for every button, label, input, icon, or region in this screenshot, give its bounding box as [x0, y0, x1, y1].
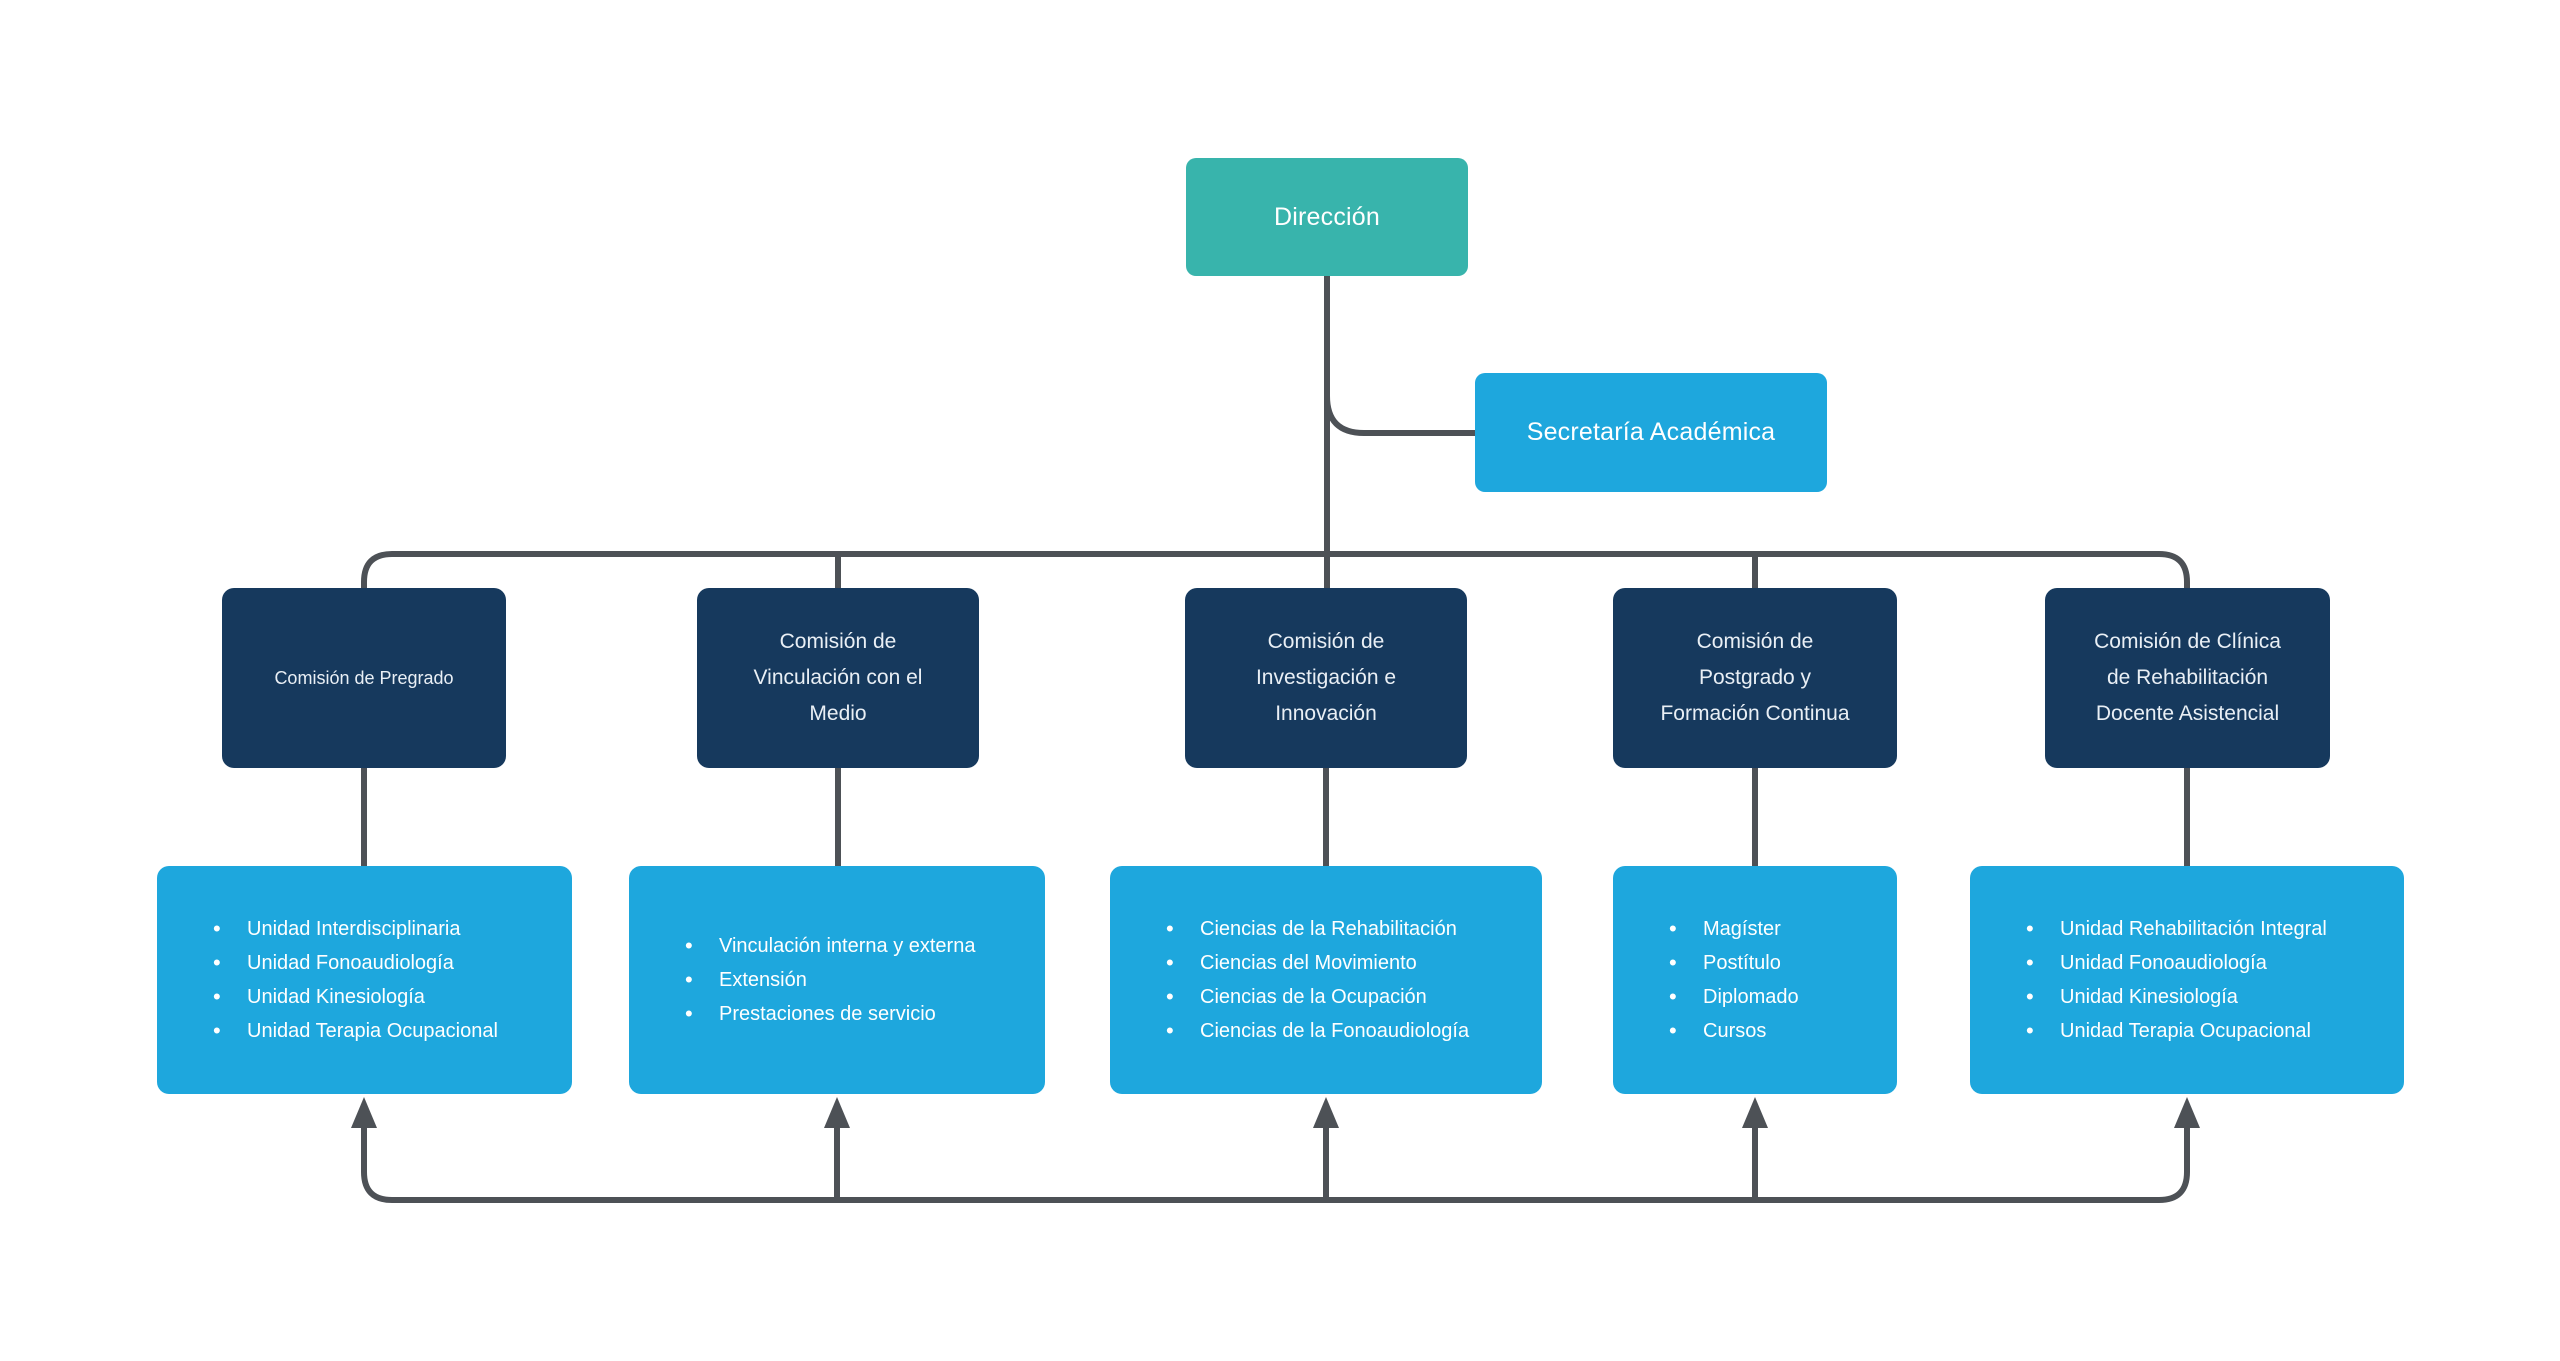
commission-node-investigacion: Comisión de Investigación e Innovación [1185, 588, 1467, 768]
unit-list-item: Ciencias de la Rehabilitación [1166, 912, 1469, 946]
commission-label: Comisión de Clínica de Rehabilitación Do… [2094, 630, 2281, 725]
commission-node-clinica: Comisión de Clínica de Rehabilitación Do… [2045, 588, 2330, 768]
arrowhead-up-3 [1742, 1097, 1768, 1128]
unit-list-item: Diplomado [1669, 980, 1799, 1014]
unit-list: Unidad Rehabilitación IntegralUnidad Fon… [1970, 912, 2337, 1048]
unit-list-item: Prestaciones de servicio [685, 997, 975, 1031]
unit-list-item: Unidad Kinesiología [2026, 980, 2327, 1014]
commission-node-vinculacion: Comisión de Vinculación con el Medio [697, 588, 979, 768]
secretaria-node: Secretaría Académica [1475, 373, 1827, 492]
unit-list: Unidad InterdisciplinariaUnidad Fonoaudi… [157, 912, 508, 1048]
unit-list-item: Magíster [1669, 912, 1799, 946]
unit-list: Vinculación interna y externaExtensiónPr… [629, 929, 985, 1031]
commission-label: Comisión de Postgrado y Formación Contin… [1660, 630, 1850, 725]
connector-top-bus [361, 551, 2190, 588]
arrowhead-up-1 [824, 1097, 850, 1128]
secretaria-label: Secretaría Académica [1526, 418, 1776, 446]
unit-list-node-vinculacion: Vinculación interna y externaExtensiónPr… [629, 866, 1045, 1094]
commission-node-postgrado: Comisión de Postgrado y Formación Contin… [1613, 588, 1897, 768]
connector-secretary-branch [1324, 395, 1475, 436]
unit-list: MagísterPostítuloDiplomadoCursos [1613, 912, 1809, 1048]
unit-list-item: Unidad Terapia Ocupacional [213, 1014, 498, 1048]
unit-list-item: Unidad Rehabilitación Integral [2026, 912, 2327, 946]
unit-list-item: Unidad Fonoaudiología [213, 946, 498, 980]
unit-list-node-postgrado: MagísterPostítuloDiplomadoCursos [1613, 866, 1897, 1094]
arrowhead-up-4 [2174, 1097, 2200, 1128]
direccion-node: Dirección [1186, 158, 1468, 276]
commission-label: Comisión de Pregrado [274, 668, 454, 688]
unit-list-node-clinica: Unidad Rehabilitación IntegralUnidad Fon… [1970, 866, 2404, 1094]
arrowhead-up-0 [351, 1097, 377, 1128]
commission-label: Comisión de Investigación e Innovación [1255, 630, 1397, 725]
unit-list-node-investigacion: Ciencias de la RehabilitaciónCiencias de… [1110, 866, 1542, 1094]
unit-list-item: Vinculación interna y externa [685, 929, 975, 963]
unit-list-item: Unidad Kinesiología [213, 980, 498, 1014]
arrowhead-up-2 [1313, 1097, 1339, 1128]
unit-list-item: Ciencias del Movimiento [1166, 946, 1469, 980]
commission-node-pregrado: Comisión de Pregrado [222, 588, 506, 768]
unit-list-item: Unidad Fonoaudiología [2026, 946, 2327, 980]
commission-label: Comisión de Vinculación con el Medio [753, 630, 923, 725]
unit-list-item: Ciencias de la Ocupación [1166, 980, 1469, 1014]
unit-list-item: Unidad Interdisciplinaria [213, 912, 498, 946]
unit-list-item: Cursos [1669, 1014, 1799, 1048]
unit-list: Ciencias de la RehabilitaciónCiencias de… [1110, 912, 1479, 1048]
unit-list-node-pregrado: Unidad InterdisciplinariaUnidad Fonoaudi… [157, 866, 572, 1094]
unit-list-item: Extensión [685, 963, 975, 997]
unit-list-item: Ciencias de la Fonoaudiología [1166, 1014, 1469, 1048]
unit-list-item: Unidad Terapia Ocupacional [2026, 1014, 2327, 1048]
connector-bottom-bus [361, 1122, 2190, 1203]
direccion-label: Dirección [1274, 202, 1380, 231]
unit-list-item: Postítulo [1669, 946, 1799, 980]
